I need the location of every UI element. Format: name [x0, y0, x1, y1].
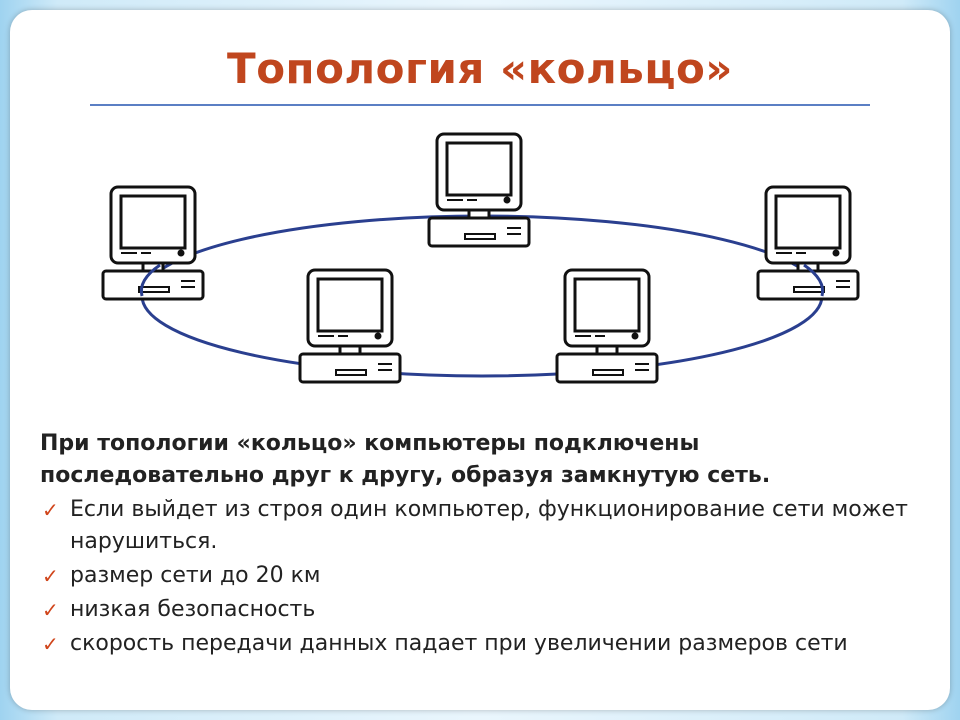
- title-underline: [90, 104, 870, 106]
- computer-icon: [298, 268, 402, 384]
- bullet-text: размер сети до 20 км: [70, 563, 321, 588]
- computer-icon: [756, 185, 860, 301]
- checkmark-icon: ✓: [42, 498, 59, 522]
- bullet-list: ✓ Если выйдет из строя один компьютер, ф…: [40, 494, 930, 660]
- checkmark-icon: ✓: [42, 564, 59, 588]
- computer-icon: [101, 185, 205, 301]
- list-item: ✓ низкая безопасность: [40, 594, 930, 626]
- slide-title: Топология «кольцо»: [227, 44, 733, 93]
- computer-icon: [427, 132, 531, 248]
- list-item: ✓ Если выйдет из строя один компьютер, ф…: [40, 494, 930, 558]
- computer-icon: [555, 268, 659, 384]
- bullet-text: низкая безопасность: [70, 597, 316, 622]
- bullet-text: скорость передачи данных падает при увел…: [70, 631, 848, 656]
- bullet-text: Если выйдет из строя один компьютер, фун…: [70, 497, 908, 554]
- intro-text: При топологии «кольцо» компьютеры подклю…: [40, 431, 771, 488]
- description-block: При топологии «кольцо» компьютеры подклю…: [40, 428, 930, 662]
- slide-card: [10, 10, 950, 710]
- checkmark-icon: ✓: [42, 632, 59, 656]
- list-item: ✓ скорость передачи данных падает при ув…: [40, 628, 930, 660]
- list-item: ✓ размер сети до 20 км: [40, 560, 930, 592]
- checkmark-icon: ✓: [42, 598, 59, 622]
